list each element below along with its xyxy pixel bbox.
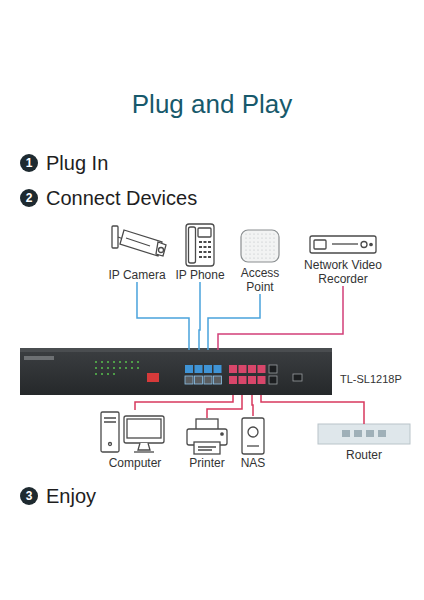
switch-body: TL-SL1218P bbox=[20, 350, 332, 395]
step-number: 3 bbox=[20, 487, 38, 505]
device-node: Printer bbox=[189, 418, 224, 470]
device-node: Network Video Recorder bbox=[297, 232, 389, 286]
device-node: Router bbox=[346, 424, 382, 462]
step-text: Connect Devices bbox=[46, 186, 197, 210]
device-label: IP Camera bbox=[108, 268, 165, 282]
nvr-icon bbox=[310, 236, 376, 253]
network-cable bbox=[199, 282, 200, 350]
step-number: 1 bbox=[20, 154, 38, 172]
device-label: NAS bbox=[241, 456, 266, 470]
step-number: 2 bbox=[20, 189, 38, 207]
camera-icon bbox=[112, 226, 166, 256]
device-node: Computer bbox=[109, 410, 162, 470]
network-cable bbox=[207, 395, 242, 418]
step-text: Enjoy bbox=[46, 484, 96, 508]
network-cable bbox=[252, 395, 253, 416]
page-title: Plug and Play bbox=[0, 88, 424, 120]
phone-icon bbox=[186, 224, 214, 266]
device-label: Network Video Recorder bbox=[297, 258, 389, 286]
device-node: IP Phone bbox=[175, 222, 224, 282]
device-label: Computer bbox=[109, 456, 162, 470]
network-cable bbox=[261, 395, 364, 424]
network-cable bbox=[135, 395, 233, 410]
router-icon bbox=[318, 424, 410, 444]
device-label: Router bbox=[346, 448, 382, 462]
device-label: Access Point bbox=[235, 266, 285, 294]
network-cable bbox=[137, 282, 189, 350]
access-point-icon bbox=[241, 230, 279, 262]
device-node: NAS bbox=[241, 416, 266, 470]
model-label: TL-SL1218P bbox=[340, 372, 402, 386]
nas-icon bbox=[242, 418, 264, 454]
step-text: Plug In bbox=[46, 151, 108, 175]
device-label: IP Phone bbox=[175, 268, 224, 282]
computer-icon bbox=[101, 412, 164, 452]
printer-icon bbox=[187, 419, 227, 454]
network-cable bbox=[218, 286, 343, 350]
device-node: IP Camera bbox=[108, 222, 165, 282]
network-cable bbox=[208, 294, 260, 350]
switch-illustration bbox=[20, 348, 332, 395]
device-label: Printer bbox=[189, 456, 224, 470]
device-node: Access Point bbox=[235, 228, 285, 294]
